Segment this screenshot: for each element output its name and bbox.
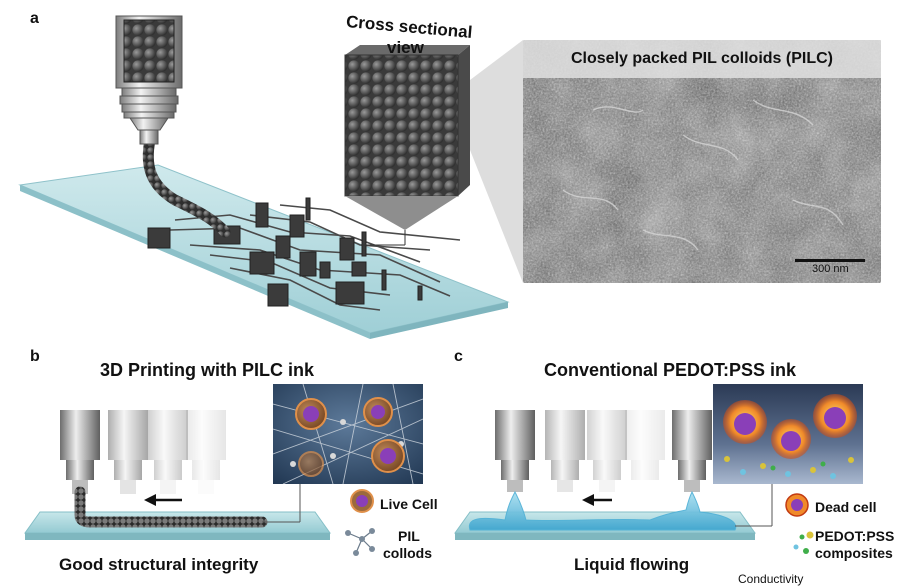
panel-b-illustration [24,410,331,540]
live-cell-icon [350,489,374,513]
syringe-nozzle-a [115,15,183,145]
inset-dead-cells [713,384,863,484]
panel-c-illustration [454,410,773,540]
pil-colloid-icon [345,528,375,556]
dead-cell-icon [785,493,809,517]
legend-pil-line2: collods [383,545,433,561]
nozzle-trail-b [60,410,226,494]
direction-arrow-b [144,494,182,506]
liquid-spread [468,490,737,531]
zoom-wedge [470,40,523,283]
circuit-board [18,164,510,339]
cross-section-title-line2: view [387,38,424,57]
pedot-composite-icon [793,531,814,554]
scale-bar-label: 300 nm [812,263,849,275]
legend-pedot-line1: PEDOT:PSS [815,528,895,544]
legend-dead-cell: Dead cell [815,499,877,515]
sem-title-banner: Closely packed PIL colloids (PILC) [523,40,881,78]
direction-arrow-c [582,494,612,506]
panel-a-illustration [18,15,523,339]
printed-filament [142,134,231,238]
nozzle-trail-c [495,410,712,492]
panel-c-letter: c [454,348,463,365]
legend-live-cell: Live Cell [380,496,438,512]
panel-c-title: Conventional PEDOT:PSS ink [544,360,797,380]
cut-off-label: Conductivity [738,572,804,586]
panel-b-letter: b [30,348,40,365]
panel-c-caption: Liquid flowing [574,555,690,574]
sem-image [523,40,881,283]
inset-live-cells [273,384,423,484]
printed-line-b [74,486,268,528]
panel-b-caption: Good structural integrity [59,555,259,574]
legend-pedot-line2: composites [815,545,893,561]
legend-pil-line1: PIL [398,528,420,544]
panel-b-title: 3D Printing with PILC ink [100,360,315,380]
cross-section-cube [344,45,470,246]
panel-a-letter: a [30,10,39,27]
